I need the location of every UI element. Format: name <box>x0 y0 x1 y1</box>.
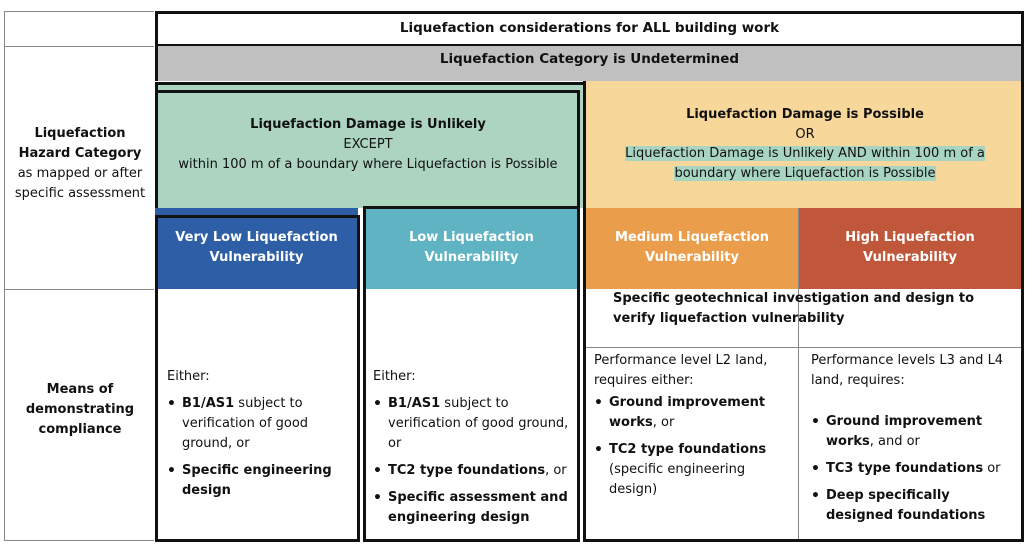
means-label: Means of demonstrating compliance <box>6 380 154 440</box>
means-line-3: compliance <box>38 422 122 437</box>
high-line-1: High Liquefaction <box>845 230 975 245</box>
means-line-1: Means of <box>46 382 114 397</box>
very-low-line-1: Very Low Liquefaction <box>175 230 338 245</box>
title-cell: Liquefaction considerations for ALL buil… <box>155 11 1024 47</box>
hazard-line-1: Liquefaction <box>34 126 126 141</box>
geotech-line-1: Specific geotechnical investigation and … <box>613 291 975 306</box>
list-item: B1/AS1 subject to verification of good g… <box>373 394 578 454</box>
outer-right-frame <box>1021 11 1024 542</box>
very-low-either: Either: <box>167 369 210 384</box>
table-frame-left <box>4 11 5 541</box>
list-item: Specific engineering design <box>167 461 353 501</box>
means-line-2: demonstrating <box>25 402 135 417</box>
page-title: Liquefaction considerations for ALL buil… <box>399 20 780 36</box>
row-divider-1 <box>4 46 154 47</box>
very-low-line-2: Vulnerability <box>209 250 304 265</box>
list-item: TC3 type foundations or <box>811 459 1017 479</box>
medium-compliance: Performance level L2 land, requires eith… <box>594 351 794 500</box>
high-vulnerability-cell: High Liquefaction Vulnerability <box>799 208 1024 289</box>
possible-line-1: Liquefaction Damage is Unlikely AND with… <box>625 146 985 161</box>
high-line-2: Vulnerability <box>863 250 957 265</box>
hazard-line-4: specific assessment <box>14 186 146 201</box>
list-item: Specific assessment and engineering desi… <box>373 488 578 528</box>
list-item: Ground improvement works, or <box>594 393 794 433</box>
low-line-1: Low Liquefaction <box>409 230 534 245</box>
list-item: B1/AS1 subject to verification of good g… <box>167 394 353 454</box>
very-low-compliance: Either: B1/AS1 subject to verification o… <box>167 367 353 501</box>
list-item: Deep specifically designed foundations <box>811 486 1017 526</box>
low-either: Either: <box>373 369 416 384</box>
unlikely-detail: within 100 m of a boundary where Liquefa… <box>178 157 558 172</box>
possible-line-2: boundary where Liquefaction is Possible <box>674 165 936 181</box>
middle-divider <box>583 81 586 542</box>
low-vulnerability-cell: Low Liquefaction Vulnerability <box>365 208 578 289</box>
hazard-line-2: Hazard Category <box>18 146 142 161</box>
geotech-line-2: verify liquefaction vulnerability <box>613 311 845 326</box>
list-item: Ground improvement works, and or <box>811 412 1017 452</box>
low-compliance: Either: B1/AS1 subject to verification o… <box>373 367 578 528</box>
possible-cell <box>586 81 1024 208</box>
undetermined-label: Liquefaction Category is Undetermined <box>439 51 740 67</box>
row-divider-2 <box>4 289 154 290</box>
possible-title: Liquefaction Damage is Possible <box>686 107 924 122</box>
high-intro-1: Performance levels L3 and L4 <box>811 353 1004 368</box>
medium-line-1: Medium Liquefaction <box>615 230 769 245</box>
table-frame-bottom-left <box>4 540 154 541</box>
high-compliance: Performance levels L3 and L4 land, requi… <box>811 351 1017 526</box>
medium-vulnerability-cell: Medium Liquefaction Vulnerability <box>586 208 798 289</box>
high-intro-2: land, requires: <box>811 373 905 388</box>
unlikely-frame <box>155 90 580 542</box>
geotech-divider <box>586 347 1021 348</box>
unlikely-text: Liquefaction Damage is Unlikely EXCEPT w… <box>158 115 578 175</box>
medium-line-2: Vulnerability <box>645 250 739 265</box>
possible-or: OR <box>795 126 815 142</box>
list-item: TC2 type foundations (specific engineeri… <box>594 440 794 500</box>
hazard-category-label: Liquefaction Hazard Category as mapped o… <box>6 124 154 204</box>
medium-intro-2: requires either: <box>594 373 694 388</box>
table-frame-top-left <box>4 11 154 12</box>
undetermined-cell: Liquefaction Category is Undetermined <box>155 46 1024 81</box>
possible-text: Liquefaction Damage is Possible OR Lique… <box>590 105 1020 183</box>
unlikely-title: Liquefaction Damage is Unlikely <box>250 117 486 132</box>
hazard-line-3: as mapped or after <box>17 166 143 181</box>
very-low-vulnerability-cell: Very Low Liquefaction Vulnerability <box>155 208 358 289</box>
geotech-note: Specific geotechnical investigation and … <box>613 289 1013 329</box>
very-low-frame <box>155 215 360 542</box>
low-line-2: Vulnerability <box>424 250 519 265</box>
divider-medium-high <box>798 208 799 541</box>
unlikely-except: EXCEPT <box>343 137 393 152</box>
unlikely-cell <box>155 82 586 208</box>
medium-intro-1: Performance level L2 land, <box>594 353 768 368</box>
list-item: TC2 type foundations, or <box>373 461 578 481</box>
outer-bottom-frame <box>583 539 1024 542</box>
